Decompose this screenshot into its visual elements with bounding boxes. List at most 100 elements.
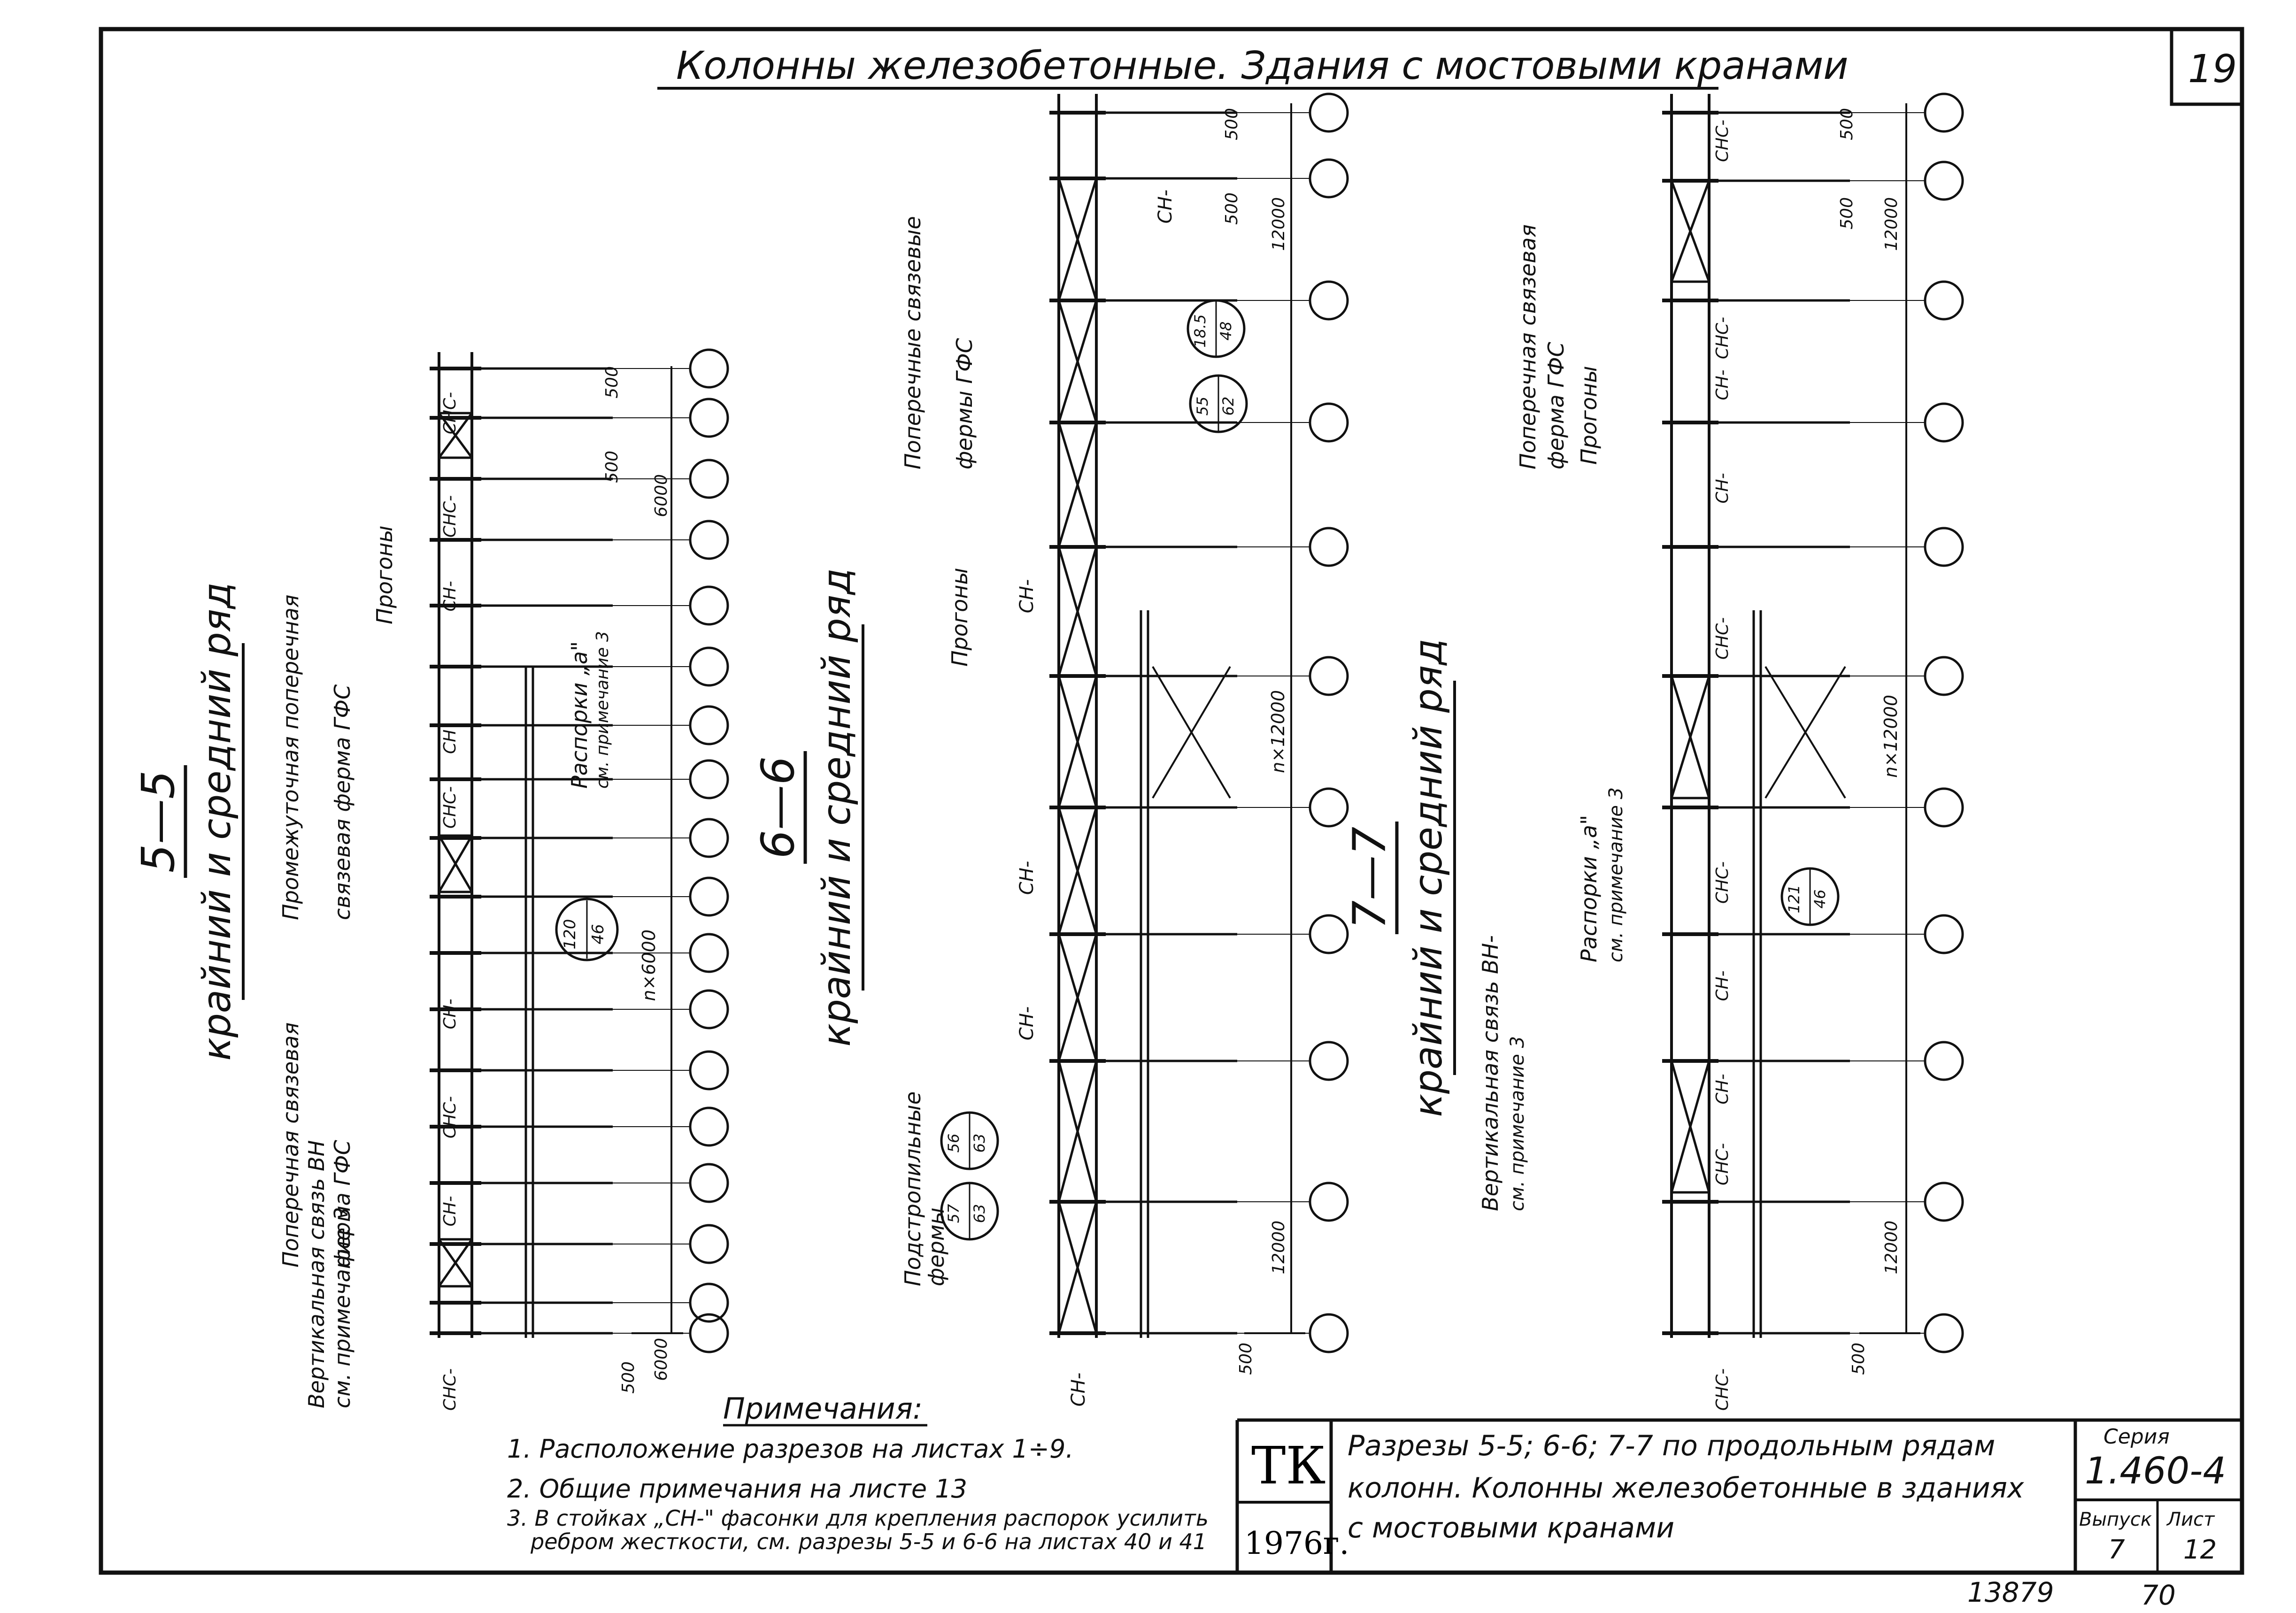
s66-node-ref-4: 57 63 [940,1182,999,1241]
column-mark: СНС- [440,392,460,434]
column-mark: СН- [1713,970,1732,1001]
column-mark: СНС- [1713,617,1732,660]
s66-mark-1: СН- [1155,190,1176,223]
sheet-label: Лист [2166,1509,2215,1530]
column-axis-bubble [1309,527,1349,567]
column-axis-bubble [1924,402,1964,443]
column-axis-bubble [1924,161,1964,201]
column-axis-bubble [1924,280,1964,321]
s66-sub-trusses-2: фермы [924,1207,949,1286]
s55-intermediate-truss-2: связевая ферма ГФС [330,684,355,920]
s55-transverse-truss: Поперечная связевая [278,1022,303,1267]
column-axis-bubble [689,1106,729,1147]
column-axis-bubble [689,1050,729,1091]
sheet-value: 12 [2183,1535,2217,1565]
column-mark: СНС- [1713,861,1732,904]
section-6-6-label: 6—6 [752,756,804,859]
s66-transverse-truss: Поперечные связевые [900,216,925,469]
column-axis-bubble [689,520,729,560]
column-axis-bubble [689,646,729,687]
section-6-6-subtitle: крайний и средний ряд [815,568,859,1046]
column-axis-bubble [1309,158,1349,199]
notes-heading: Примечания: [723,1391,923,1426]
column-axis-bubble [1309,914,1349,954]
s66-mark-4: СН- [1016,1006,1038,1040]
issue-value: 7 [2108,1535,2125,1565]
page-title: Колонны железобетонные. Здания с мостовы… [676,44,1849,88]
column-axis-bubble [1309,1041,1349,1081]
s55-vertical-brace-note: см. примечание 3 [330,1207,355,1408]
column-axis-bubble [1309,1182,1349,1222]
column-axis-bubble [1309,787,1349,828]
svg-text:55: 55 [1194,397,1211,416]
svg-text:63: 63 [971,1134,988,1153]
section-5-5-label: 5—5 [132,770,185,873]
s77-struts-note: см. примечание 3 [1605,787,1627,962]
column-axis-bubble [1309,1313,1349,1353]
column-mark: СН- [1713,473,1732,503]
column-axis-bubble [1924,1313,1964,1353]
column-mark: СН- [440,999,460,1029]
s66-node-ref-2: 55 62 [1189,374,1248,433]
s66-transverse-truss-2: фермы ГФС [952,338,977,469]
s77-dim-2: 500 [1837,197,1857,230]
org-code: ТК [1251,1436,1326,1496]
s77-node-bottom: 46 [1811,890,1829,909]
s55-dim-4: n×6000 [639,929,659,1001]
column-mark: СН- [1713,369,1732,400]
column-axis-bubble [1924,527,1964,567]
note-3b: ребром жесткости, см. разрезы 5-5 и 6-6 … [530,1529,1207,1554]
column-axis-bubble [689,1224,729,1264]
s77-transverse-truss-2: ферма ГФС [1543,342,1569,469]
s66-dim-2: 500 [1222,192,1241,225]
section-5-5-subtitle: крайний и средний ряд [195,582,239,1060]
s77-dim-5: 12000 [1882,1221,1901,1275]
column-mark: СН- [1713,1074,1732,1104]
s77-dim-4: n×12000 [1880,695,1901,778]
section-6-6: 6—6 крайний и средний ряд Поперечные свя… [752,92,1349,1406]
s55-dim-2: 500 [602,451,622,483]
column-axis-bubble [1309,280,1349,321]
column-mark: СНС- [440,786,460,829]
column-axis-bubble [689,459,729,499]
note-3a: 3. В стойках „СН-" фасонки для крепления… [507,1505,1209,1531]
column-mark: СНС- [1713,120,1732,162]
s77-vertical-brace: Вертикальная связь ВН- [1478,935,1503,1211]
s66-dim-1: 500 [1222,108,1241,140]
notes-block: Примечания: 1. Расположение разрезов на … [507,1391,1209,1554]
page-mark: 70 [2141,1579,2176,1611]
description-line-1: Разрезы 5-5; 6-6; 7-7 по продольным ряда… [1348,1429,1995,1462]
column-axis-bubble [1309,92,1349,133]
series-value: 1.460-4 [2085,1450,2226,1492]
s77-vertical-brace-note: см. примечание 3 [1507,1036,1528,1211]
s66-sub-trusses: Подстропильные [900,1091,925,1286]
s55-purlins: Прогоны [372,525,397,624]
s66-node-ref-1: 18.5 48 [1187,299,1246,358]
column-mark: СН [440,730,460,754]
description-line-2: колонн. Колонны железобетонные в зданиях [1348,1472,2024,1505]
s66-node-ref-3: 56 63 [940,1111,999,1170]
section-7-7-label: 7—7 [1343,827,1396,929]
inventory-number: 13879 [1967,1576,2054,1608]
column-mark: СНС- [440,495,460,538]
svg-text:18.5: 18.5 [1191,314,1209,347]
column-mark: СН- [440,1196,460,1226]
s66-dim-5: 12000 [1269,1221,1288,1275]
column-mark: СНС- [440,1096,460,1138]
s66-mark-2: СН- [1016,579,1038,613]
column-axis-bubble [1924,656,1964,696]
drawing-frame [99,27,2244,1575]
s77-purlins: Прогоны [1576,366,1602,465]
s55-node-bottom: 46 [589,924,608,944]
s66-dim-4: n×12000 [1268,690,1288,773]
s66-dim-6: 500 [1236,1343,1256,1375]
column-axis-bubble [689,759,729,799]
section-5-5: 5—5 крайний и средний ряд СНС- СН- СНС- СН-… [132,348,729,1411]
year: 1976г. [1244,1525,1349,1561]
column-axis-bubble [689,705,729,745]
issue-label: Выпуск [2079,1509,2152,1530]
column-axis-bubble [689,398,729,438]
series-label: Серия [2103,1425,2170,1449]
column-mark: СН- [440,581,460,611]
column-axis-bubble [689,1313,729,1353]
